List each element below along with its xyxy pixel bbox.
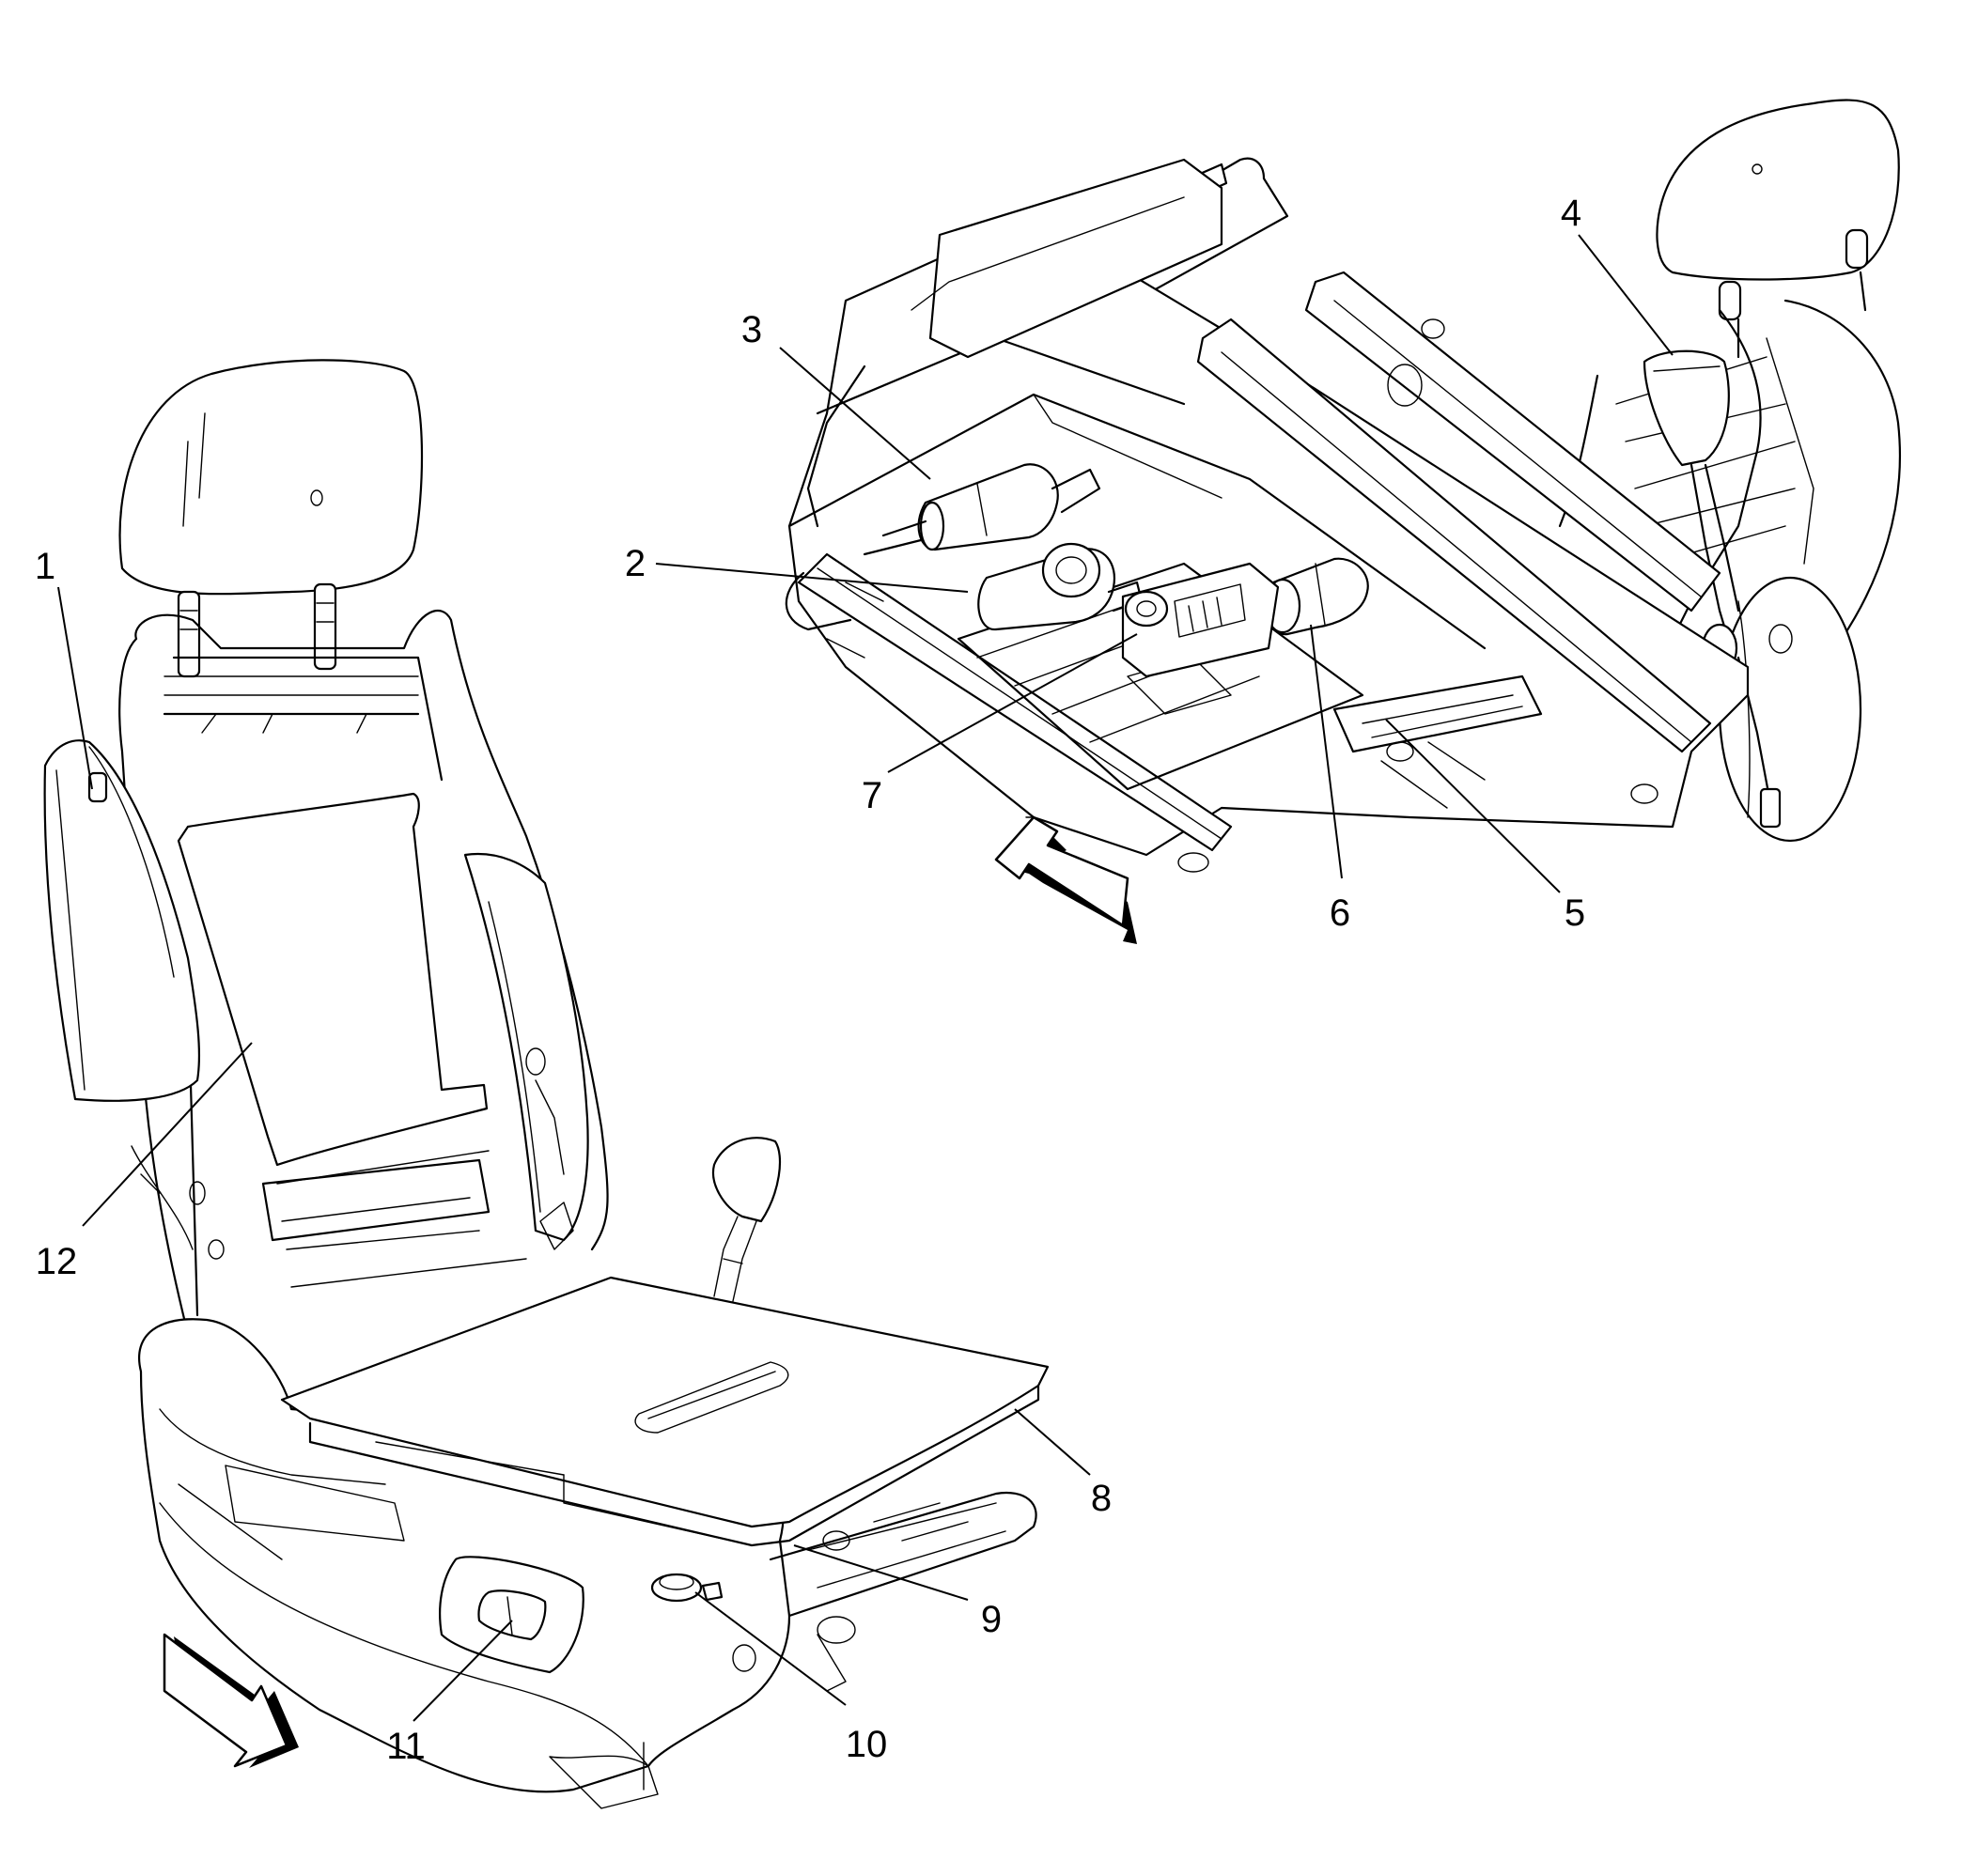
leader-7 [887,633,1138,773]
direction-arrow-right-view [994,815,1137,944]
callout-11: 11 [386,1726,426,1767]
callout-10: 10 [846,1724,888,1765]
callout-6: 6 [1330,892,1350,934]
leader-10 [694,1591,847,1706]
leader-8 [1014,1408,1091,1476]
underside-side-airbag [1718,576,1862,843]
seat-adjuster-transmission [1332,674,1543,809]
backrest-heating-pad [177,792,489,1167]
front-seat-assembly [43,359,1050,1809]
leader-2 [655,563,969,593]
callout-12: 12 [36,1241,78,1282]
seat-memory-module [1121,562,1280,678]
callout-labels: 1 2 3 4 5 6 7 8 9 10 11 12 [35,193,1585,1767]
seat-belt-buckle [711,1137,782,1302]
callout-4: 4 [1561,193,1581,234]
underside-headrest [1656,99,1900,359]
leader-lines [57,234,1674,1722]
seat-adjuster-switch [439,1556,584,1674]
callout-1: 1 [35,546,55,587]
direction-arrow-left-view [163,1633,299,1768]
underside-cushion-top [928,158,1223,359]
leader-3 [779,347,931,480]
leader-1 [57,586,93,790]
recliner-motor [863,463,1101,556]
underside-belt-buckle [1643,349,1782,829]
seat-back-frame [118,610,609,1336]
leader-4 [1578,234,1674,356]
seat-underside-assembly [785,99,1902,944]
recliner-switch [650,1573,724,1603]
cushion-heating-pad [280,1276,1050,1547]
height-adjust-motor [977,542,1144,631]
leader-6 [1310,624,1343,879]
callout-9: 9 [981,1599,1002,1640]
callout-7: 7 [862,775,882,816]
callout-2: 2 [625,543,646,584]
callout-5: 5 [1565,892,1585,934]
leader-12 [82,1042,253,1227]
callout-8: 8 [1091,1478,1112,1519]
leader-11 [413,1620,513,1722]
leader-9 [793,1544,969,1601]
headrest [118,359,424,678]
leader-5 [1385,719,1561,893]
callout-3: 3 [741,309,762,350]
side-airbag-module [43,739,201,1102]
